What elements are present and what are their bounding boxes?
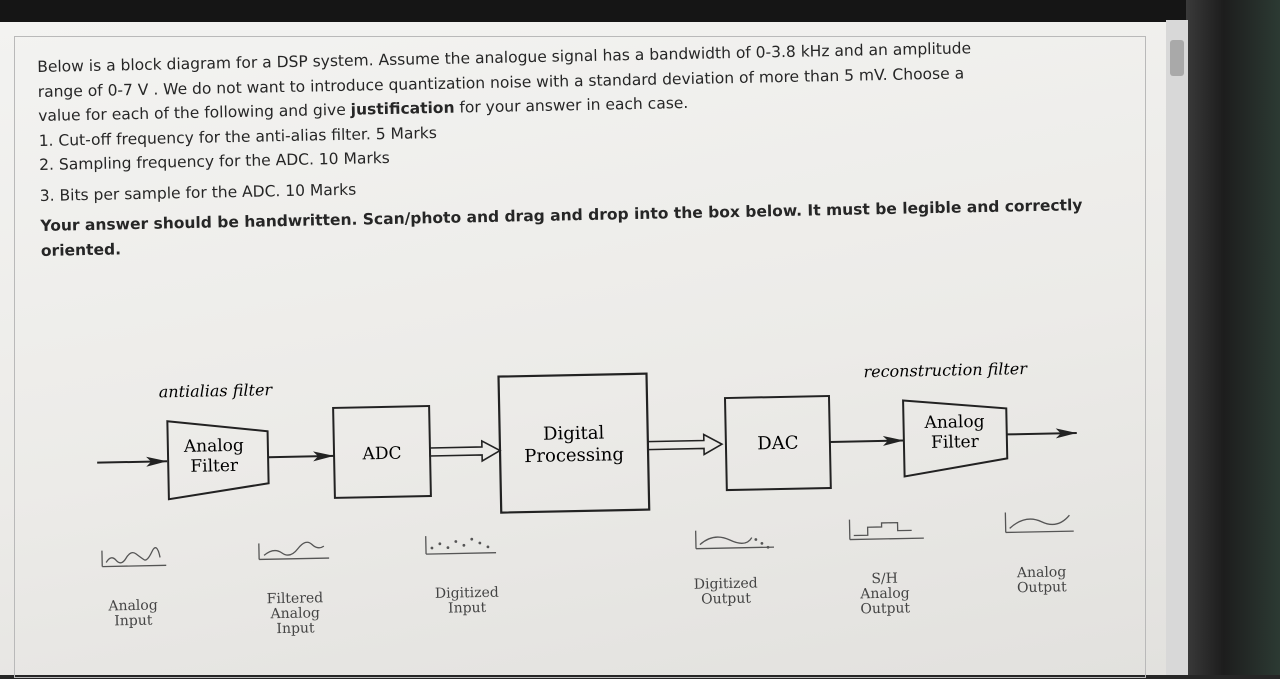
analog-output-waveform-icon — [1004, 512, 1074, 534]
reconstruction-filter-text-2: Filter — [931, 432, 980, 453]
scrollbar-thumb[interactable] — [1170, 40, 1184, 76]
question-line-3-end: for your answer in each case. — [454, 93, 689, 117]
document-page — [0, 22, 1168, 675]
sh-analog-output-waveform-icon — [848, 519, 924, 541]
filtered-analog-input-label-2: Analog — [269, 605, 320, 622]
justification-bold: justification — [350, 98, 455, 119]
digitized-input-axes-icon — [425, 536, 497, 555]
digital-processing-text-1: Digital — [543, 422, 605, 444]
scrollbar-track[interactable] — [1166, 20, 1188, 675]
digitized-input-label-1: Digitized — [435, 585, 499, 602]
adc-to-processing-arrow — [429, 439, 502, 463]
filter-to-adc-arrow — [268, 451, 335, 462]
dac-text: DAC — [757, 433, 799, 455]
block-diagram-svg: antialias filter reconstruction filter A… — [97, 359, 1077, 637]
input-arrow — [97, 456, 168, 467]
output-arrow — [1006, 428, 1077, 439]
dac-to-filter-arrow — [829, 435, 904, 446]
question-text: Below is a block diagram for a DSP syste… — [37, 33, 1131, 263]
digital-processing-text-2: Processing — [524, 444, 624, 467]
antialias-filter-block — [166, 420, 270, 501]
reconstruction-filter-label: reconstruction filter — [863, 359, 1028, 381]
reconstruction-filter-block — [902, 399, 1009, 478]
reconstruction-filter-text-1: Analog — [923, 412, 984, 433]
processing-to-dac-arrow — [647, 433, 724, 456]
sh-output-label-2: Analog — [859, 585, 910, 602]
dsp-block-diagram: antialias filter reconstruction filter A… — [80, 335, 1096, 679]
analog-output-label-2: Output — [1017, 579, 1067, 596]
filtered-analog-waveform-icon — [258, 541, 330, 561]
question-line-3-start: value for each of the following and give — [38, 100, 351, 125]
digitized-output-label-2: Output — [701, 591, 751, 608]
digitized-input-label-2: Input — [448, 600, 487, 617]
adc-text: ADC — [361, 444, 401, 465]
sh-output-label-1: S/H — [871, 571, 898, 588]
monitor-right-bezel — [1186, 0, 1280, 675]
antialias-filter-label: antialias filter — [159, 380, 274, 401]
digitized-output-waveform-icon — [695, 530, 775, 550]
analog-input-label-1: Analog — [107, 597, 158, 614]
sh-output-label-3: Output — [860, 600, 910, 617]
antialias-filter-text-2: Filter — [190, 456, 239, 477]
antialias-filter-text-1: Analog — [183, 436, 244, 457]
filtered-analog-input-label-1: Filtered — [267, 590, 324, 607]
analog-input-waveform-icon — [101, 547, 167, 568]
digitized-output-label-1: Digitized — [694, 575, 758, 592]
filtered-analog-input-label-3: Input — [276, 620, 315, 637]
analog-input-label-2: Input — [114, 613, 153, 630]
analog-output-label-1: Analog — [1016, 564, 1067, 581]
